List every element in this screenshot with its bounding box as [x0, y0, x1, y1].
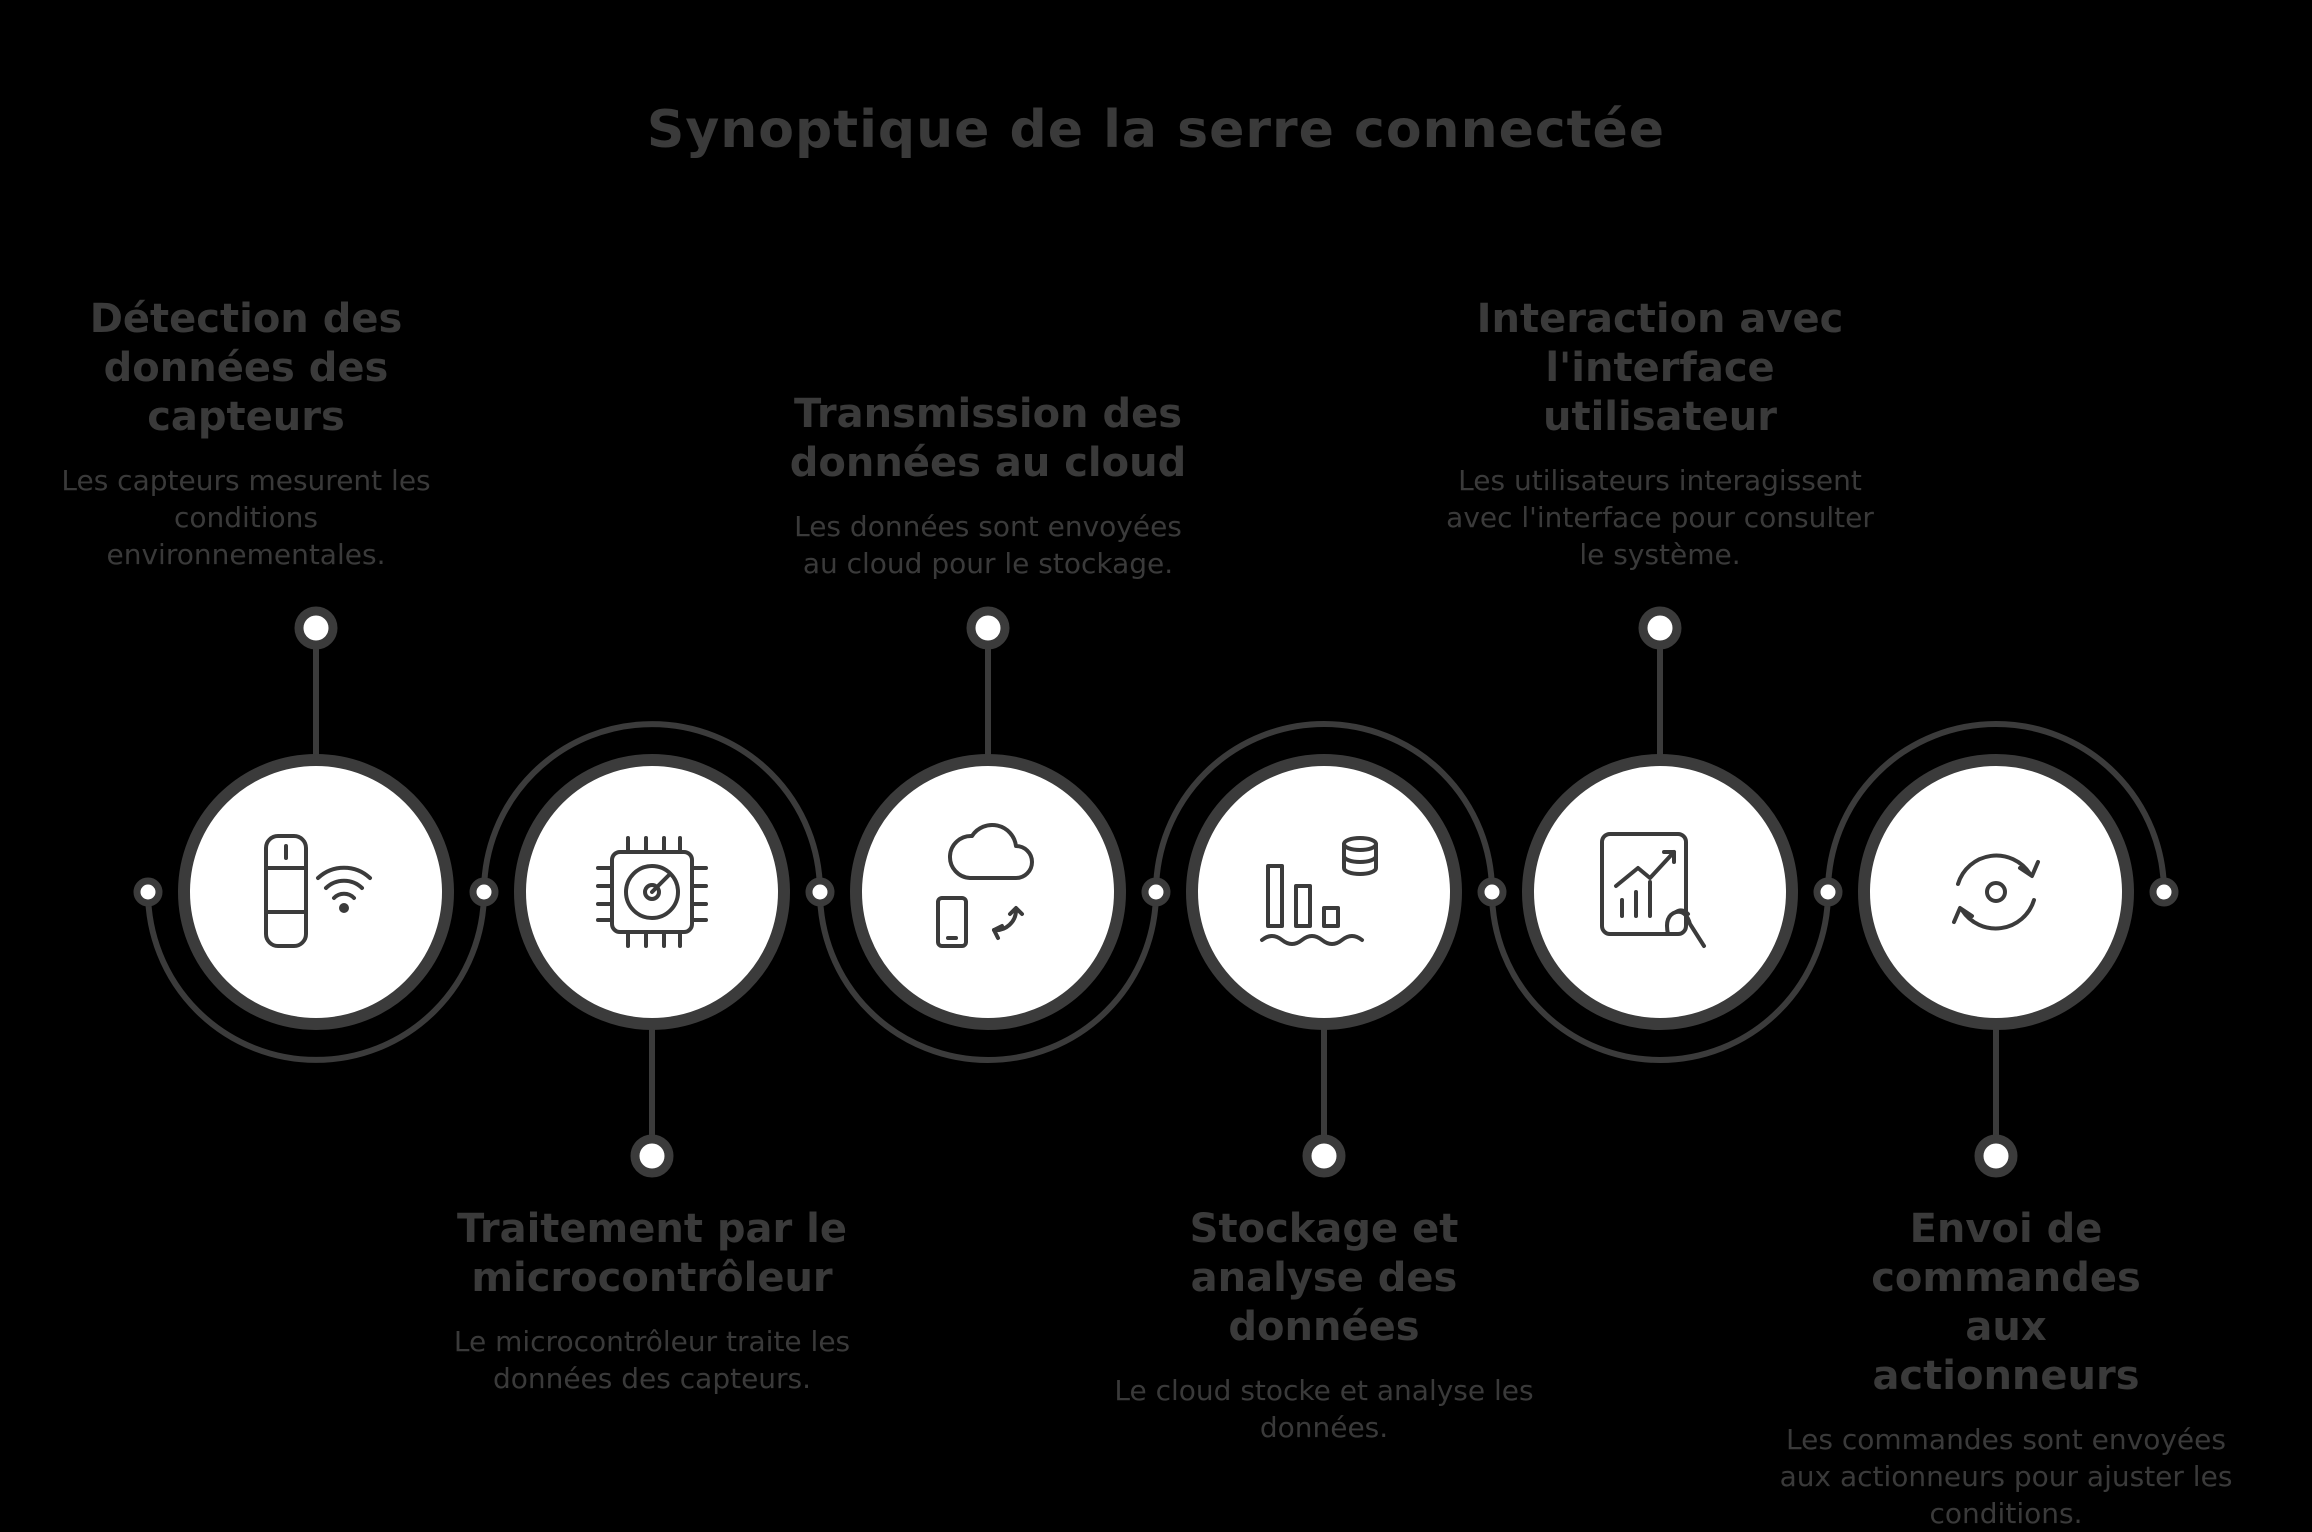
step-6-stem-dot: [1974, 1134, 2018, 1178]
step-4-description: Le cloud stocke et analyse les données.: [1114, 1374, 1534, 1444]
step-5-label: Interaction avec l'interface utilisateur…: [1430, 295, 1890, 573]
step-4-label: Stockage et analyse des données Le cloud…: [1104, 1205, 1544, 1446]
step-1-stem-dot: [294, 606, 338, 650]
step-6-description: Les commandes sont envoyées aux actionne…: [1779, 1423, 2233, 1530]
microchip-icon: [596, 836, 708, 948]
step-5-description: Les utilisateurs interagissent avec l'in…: [1446, 464, 1874, 571]
flow-joint-dot: [1477, 877, 1507, 907]
step-2-stem-dot: [630, 1134, 674, 1178]
flow-joint-dot: [2149, 877, 2179, 907]
flow-connector: [481, 721, 823, 895]
flow-connector: [1153, 721, 1495, 895]
step-1-description: Les capteurs mesurent les conditions env…: [61, 464, 431, 571]
tablet-chart-icon: [1600, 832, 1706, 948]
step-6-title: Envoi de commandes aux actionneurs: [1871, 1206, 2141, 1399]
flow-joint-dot: [805, 877, 835, 907]
step-3-title: Transmission des données au cloud: [789, 391, 1187, 486]
flow-connector: [1489, 889, 1831, 1063]
step-2-title: Traitement par le microcontrôleur: [456, 1206, 848, 1301]
bar-chart-database-icon: [1260, 836, 1378, 946]
step-1-label: Détection des données des capteurs Les c…: [26, 295, 466, 573]
diagram-title: Synoptique de la serre connectée: [646, 100, 1666, 160]
step-6-circle: [1858, 754, 2134, 1030]
step-5-stem-dot: [1638, 606, 1682, 650]
step-5-circle: [1522, 754, 1798, 1030]
flow-joint-dot: [133, 877, 163, 907]
step-6-label: Envoi de commandes aux actionneurs Les c…: [1766, 1205, 2246, 1532]
step-3-description: Les données sont envoyées au cloud pour …: [794, 510, 1182, 580]
flow-joint-dot: [469, 877, 499, 907]
step-4-stem-dot: [1302, 1134, 1346, 1178]
flow-joint-dot: [1813, 877, 1843, 907]
flow-connector: [1825, 721, 2167, 895]
step-1-title: Détection des données des capteurs: [89, 296, 403, 440]
flow-joint-dot: [1141, 877, 1171, 907]
step-5-title: Interaction avec l'interface utilisateur: [1476, 296, 1844, 440]
step-3-stem-dot: [966, 606, 1010, 650]
step-2-label: Traitement par le microcontrôleur Le mic…: [422, 1205, 882, 1397]
step-3-label: Transmission des données au cloud Les do…: [758, 390, 1218, 582]
sensor-wifi-icon: [264, 834, 372, 948]
step-2-description: Le microcontrôleur traite les données de…: [453, 1325, 851, 1395]
flow-connector: [817, 889, 1159, 1063]
flow-connector: [145, 889, 487, 1063]
cloud-sync-icon: [936, 822, 1034, 948]
step-1-circle: [178, 754, 454, 1030]
refresh-cycle-icon: [1952, 853, 2040, 931]
step-4-circle: [1186, 754, 1462, 1030]
step-3-circle: [850, 754, 1126, 1030]
step-4-title: Stockage et analyse des données: [1189, 1206, 1459, 1350]
